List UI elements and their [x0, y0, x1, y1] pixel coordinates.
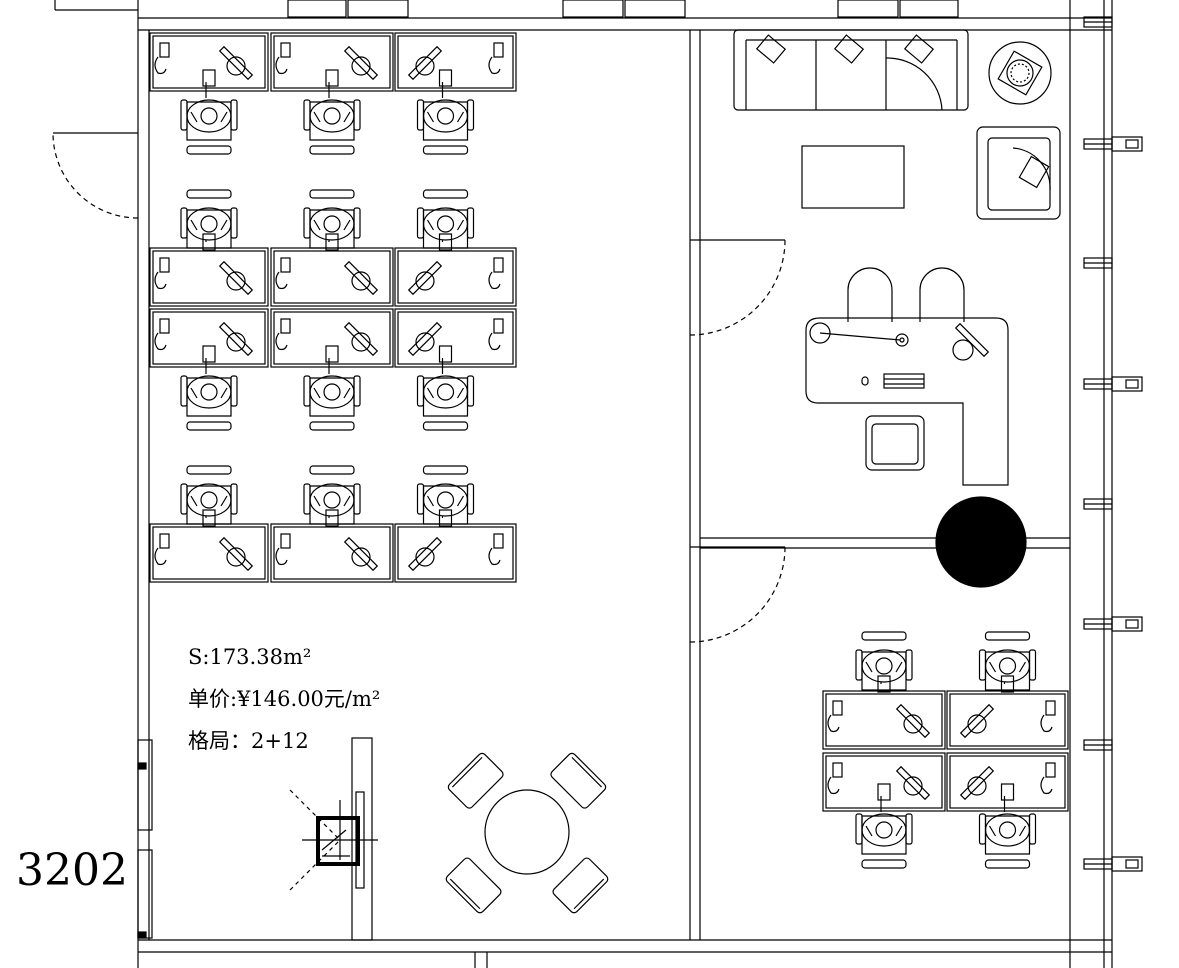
armchair [976, 126, 1061, 220]
desk [822, 690, 946, 750]
doors [52, 132, 786, 643]
window-mullions [1083, 16, 1143, 872]
top-edge-furniture [287, 0, 959, 18]
window-mullion [1083, 257, 1113, 269]
office-chair [180, 69, 238, 155]
executive-office [733, 29, 1061, 588]
desk [149, 308, 269, 368]
desk [822, 752, 946, 812]
window-mullion [1083, 616, 1143, 632]
window-mullion [1083, 498, 1113, 510]
desk [149, 247, 269, 307]
layout-label: 格局：2+12 [188, 729, 309, 753]
plant-pot [988, 41, 1052, 105]
window-mullion [1083, 136, 1143, 152]
unit-price-label: 单价:¥146.00元/m² [188, 687, 380, 711]
meeting-table [445, 752, 609, 914]
office-chair [416, 345, 475, 431]
desk [946, 690, 1069, 750]
walls [137, 0, 1113, 968]
office-chair [855, 631, 913, 693]
executive-desk [805, 317, 1009, 486]
office-chair [180, 465, 238, 527]
office-chair [303, 69, 361, 155]
guest-chair [847, 267, 893, 322]
office-chair [865, 415, 925, 471]
workstations [149, 32, 1069, 869]
office-chair [180, 189, 238, 251]
desk [394, 523, 517, 583]
office-chair [416, 189, 475, 251]
window-mullion [1083, 739, 1113, 751]
desk [270, 247, 394, 307]
area-label: S:173.38m² [188, 645, 311, 669]
office-chair [416, 465, 475, 527]
door-leaves [53, 0, 785, 548]
office-chair [303, 345, 361, 431]
structural-column [935, 496, 1027, 588]
desk [149, 523, 269, 583]
office-chair [978, 783, 1037, 869]
window-mullion [1083, 376, 1143, 392]
wall-markers [137, 739, 153, 939]
desk [270, 308, 394, 368]
coffee-table [801, 145, 905, 209]
camera-symbol [289, 789, 378, 891]
desk [946, 752, 1069, 812]
office-chair [303, 189, 361, 251]
desk [394, 308, 517, 368]
office-chair [416, 69, 475, 155]
desk [270, 523, 394, 583]
desk [270, 32, 394, 92]
office-chair [303, 465, 361, 527]
desk [394, 247, 517, 307]
office-chair [180, 345, 238, 431]
office-chair [855, 783, 913, 869]
desk [394, 32, 517, 92]
window-mullion [1083, 856, 1143, 872]
sofa [733, 29, 969, 111]
guest-chair [919, 267, 965, 322]
window-mullion [1083, 16, 1113, 28]
unit-number: 3202 [16, 845, 128, 896]
office-chair [978, 631, 1037, 693]
desk [149, 32, 269, 92]
